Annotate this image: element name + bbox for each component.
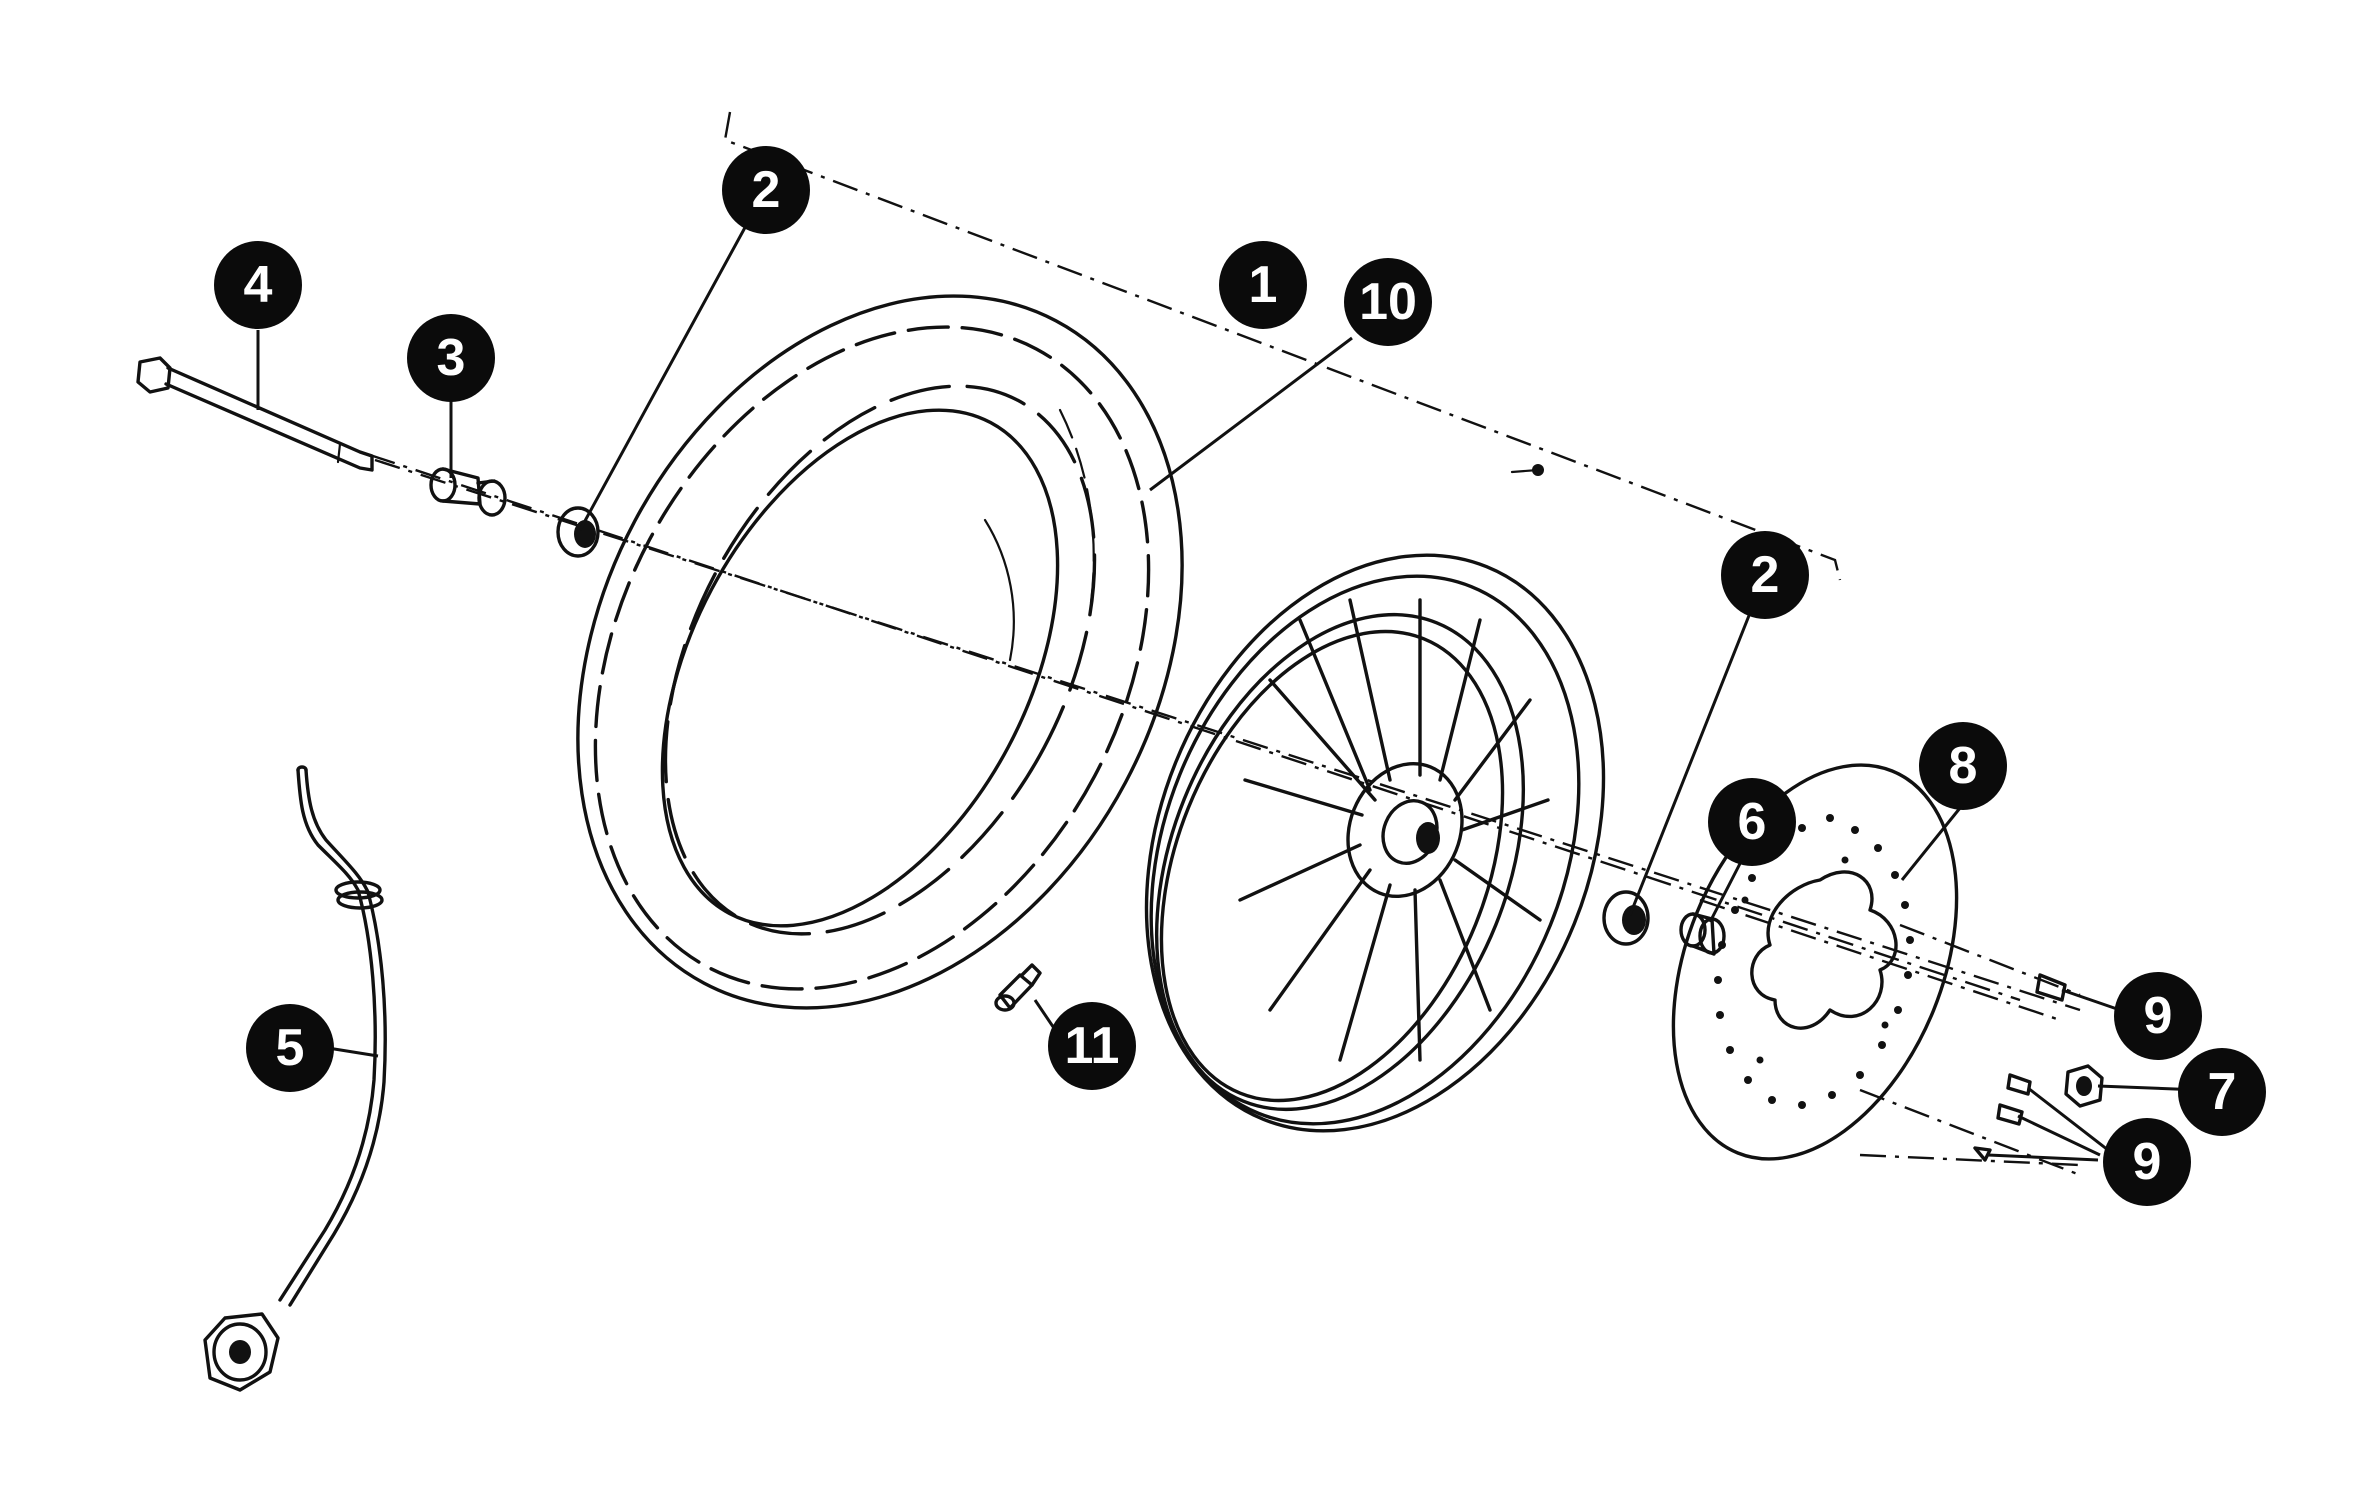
callout-badges: 1 2 2 3 4 5 6 7 bbox=[214, 146, 2266, 1206]
leader-10 bbox=[1149, 336, 1353, 492]
bolt-axis-line-1 bbox=[1899, 923, 2081, 997]
leader-2-left bbox=[578, 221, 750, 531]
callout-8: 8 bbox=[1919, 722, 2007, 810]
wheel-rim-part bbox=[1144, 464, 1606, 1133]
callout-6: 6 bbox=[1708, 778, 1796, 866]
callout-7: 7 bbox=[2178, 1048, 2266, 1136]
bearing-left-part bbox=[556, 506, 600, 558]
leader-9-upper bbox=[2061, 988, 2121, 1012]
speedo-cable-part bbox=[203, 765, 387, 1392]
callout-9-lower-label: 9 bbox=[2133, 1133, 2162, 1191]
disc-bolts-part bbox=[1973, 973, 2067, 1162]
callout-5: 5 bbox=[246, 1004, 334, 1092]
callout-8-label: 8 bbox=[1949, 737, 1978, 795]
callout-11-label: 11 bbox=[1065, 1017, 1120, 1075]
callout-4-label: 4 bbox=[244, 256, 273, 314]
bolt-axis-line-2 bbox=[1859, 1088, 2081, 1177]
callout-6-label: 6 bbox=[1738, 793, 1767, 851]
callout-9-lower: 9 bbox=[2103, 1118, 2191, 1206]
valve-part bbox=[994, 963, 1042, 1012]
leader-8 bbox=[1900, 807, 1962, 881]
axle-axis-upper bbox=[374, 458, 2081, 1012]
wheel-spokes bbox=[1238, 598, 1550, 1062]
callout-2-left: 2 bbox=[722, 146, 810, 234]
disc-axis-line bbox=[1699, 898, 2061, 1022]
callout-1-label: 1 bbox=[1249, 256, 1278, 314]
callout-9-upper-label: 9 bbox=[2144, 987, 2173, 1045]
leader-9-lower-b bbox=[2017, 1114, 2101, 1157]
bearing-right-part bbox=[1602, 890, 1650, 946]
callout-3: 3 bbox=[407, 314, 495, 402]
callout-3-label: 3 bbox=[437, 329, 466, 387]
callout-2-right-label: 2 bbox=[1751, 546, 1780, 604]
bolt-axis-line-3 bbox=[1859, 1153, 2081, 1167]
brake-disc-part bbox=[1671, 763, 1959, 1161]
callout-10-label: 10 bbox=[1359, 273, 1417, 331]
leader-lines bbox=[256, 221, 2201, 1162]
callout-2-right: 2 bbox=[1721, 531, 1809, 619]
leader-5 bbox=[327, 1046, 379, 1058]
bracket-line bbox=[723, 111, 1842, 581]
axle-part bbox=[136, 356, 374, 472]
leader-2-right bbox=[1628, 607, 1754, 916]
callout-11: 11 bbox=[1048, 1002, 1136, 1090]
callout-4: 4 bbox=[214, 241, 302, 329]
callout-1: 1 bbox=[1219, 241, 1307, 329]
callout-2-left-label: 2 bbox=[752, 161, 781, 219]
spacer-part bbox=[429, 467, 507, 517]
callout-5-label: 5 bbox=[276, 1019, 305, 1077]
leader-9-lower-c bbox=[1987, 1153, 2099, 1162]
callout-7-label: 7 bbox=[2208, 1063, 2237, 1121]
disc-holes bbox=[1714, 814, 1914, 1109]
leader-9-lower-a bbox=[2027, 1086, 2109, 1152]
callout-9-upper: 9 bbox=[2114, 972, 2202, 1060]
nut-part bbox=[2064, 1064, 2104, 1108]
tire-part bbox=[576, 294, 1184, 1010]
callout-10: 10 bbox=[1344, 258, 1432, 346]
